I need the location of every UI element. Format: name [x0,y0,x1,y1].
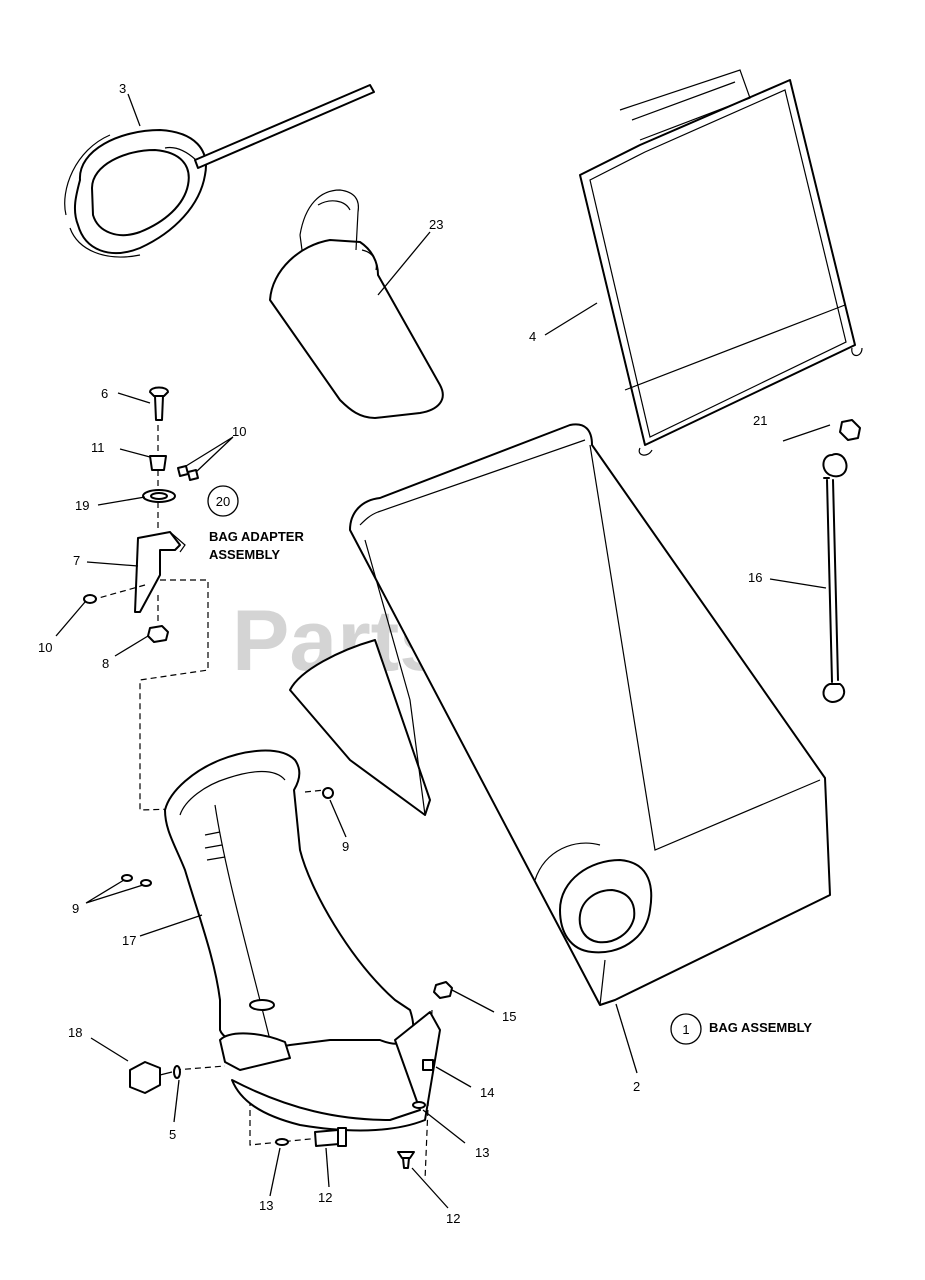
callout-9-right: 9 [342,839,349,854]
part-13-washer-right[interactable] [412,1101,426,1109]
part-7-bracket[interactable] [134,531,186,613]
callout-labels: 3 23 4 6 11 10 19 7 10 8 21 16 9 9 17 18… [38,81,767,1226]
callout-6: 6 [101,386,108,401]
callout-13-right: 13 [475,1145,489,1160]
assembly-bag-adapter[interactable]: 20 BAG ADAPTER ASSEMBLY [207,485,304,562]
callout-21: 21 [753,413,767,428]
part-18-knob[interactable] [129,1061,173,1094]
callout-20: 20 [216,494,230,509]
part-6-screw[interactable] [149,386,169,421]
part-15-nut[interactable] [433,981,453,999]
part-4-bag-frame[interactable] [579,69,863,456]
part-2-bag[interactable] [289,423,831,1006]
part-13-washer-left[interactable] [275,1138,289,1146]
part-5-washer[interactable] [173,1065,181,1079]
leader-lines [55,93,831,1209]
callout-8: 8 [102,656,109,671]
callout-2: 2 [633,1079,640,1094]
part-23-chute[interactable] [269,189,444,419]
part-12-bolt-right[interactable] [397,1151,415,1169]
callout-23: 23 [429,217,443,232]
callout-12-middle: 12 [318,1190,332,1205]
callout-1: 1 [682,1022,689,1037]
callout-10-lower: 10 [38,640,52,655]
part-8-nut[interactable] [147,625,169,643]
callout-13-left: 13 [259,1198,273,1213]
part-10-pin-lower[interactable] [83,594,97,604]
callout-16: 16 [748,570,762,585]
part-3-bag-ring[interactable] [64,84,375,258]
callout-19: 19 [75,498,89,513]
callout-9-left: 9 [72,901,79,916]
part-14-spacer[interactable] [422,1059,434,1071]
callout-7: 7 [73,553,80,568]
part-17-elbow-tube[interactable] [164,749,441,1132]
callout-4: 4 [529,329,536,344]
callout-10-upper: 10 [232,424,246,439]
assembly-bag[interactable]: 1 BAG ASSEMBLY [670,1013,812,1045]
callout-5: 5 [169,1127,176,1142]
part-10-pins[interactable] [177,465,199,481]
part-9-nut-right[interactable] [322,787,334,799]
part-19-washer[interactable] [142,489,176,503]
callout-18: 18 [68,1025,82,1040]
bag-assembly-label: BAG ASSEMBLY [709,1020,812,1035]
callout-12-right: 12 [446,1211,460,1226]
part-9-nuts-left[interactable] [121,874,152,887]
callout-15: 15 [502,1009,516,1024]
callout-17: 17 [122,933,136,948]
part-21-nut[interactable] [839,419,861,441]
bag-adapter-label-line1: BAG ADAPTER [209,529,304,544]
part-16-rod[interactable] [822,453,848,703]
callout-11: 11 [91,440,105,455]
part-11-bushing[interactable] [149,455,167,471]
part-12-bolt-middle[interactable] [314,1127,347,1147]
callout-14: 14 [480,1085,494,1100]
callout-3: 3 [119,81,126,96]
bag-adapter-label-line2: ASSEMBLY [209,547,280,562]
